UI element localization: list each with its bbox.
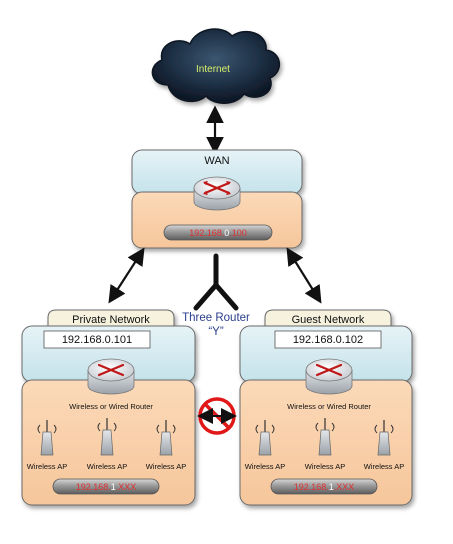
private-network-tab-label: Private Network — [72, 314, 150, 326]
private-subnet-pill — [52, 478, 160, 495]
wan-title: WAN — [204, 155, 229, 167]
private-ap-2-icon — [97, 418, 117, 456]
private-network-panel: Private Network 192.168.0.101 Wireless o… — [21, 309, 196, 506]
guest-ap-2-icon — [315, 418, 335, 456]
guest-network-tab-label: Guest Network — [292, 314, 365, 326]
guest-ip-box — [274, 330, 382, 349]
private-ap-3-label: Wireless AP — [146, 462, 186, 471]
guest-ap-1-label: Wireless AP — [245, 462, 285, 471]
guest-subnet: 192.168.1.XXX — [294, 482, 355, 492]
wan-ip-pill — [163, 224, 273, 241]
wan-ip: 192.168.0.100 — [189, 228, 247, 238]
private-ap-3-icon — [156, 420, 176, 456]
private-ip: 192.168.0.101 — [62, 334, 132, 346]
private-router-icon — [87, 358, 135, 395]
guest-router-icon — [305, 358, 353, 395]
private-ap-2-label: Wireless AP — [87, 462, 127, 471]
guest-subnet-pill — [270, 478, 378, 495]
internet-label: Internet — [196, 64, 230, 75]
guest-ap-3-icon — [374, 420, 394, 456]
private-ip-box — [43, 330, 151, 349]
guest-ip: 192.168.0.102 — [293, 334, 363, 346]
internet-cloud — [151, 28, 280, 104]
center-label-line1: Three Router — [182, 312, 250, 324]
guest-network-panel: Guest Network 192.168.0.102 Wireless or … — [239, 309, 413, 506]
wan-router-icon — [193, 176, 241, 211]
wan-guest-link — [286, 247, 322, 304]
private-subnet: 192.168.1.XXX — [76, 482, 137, 492]
guest-router-label: Wireless or Wired Router — [287, 402, 371, 411]
guest-ap-1-icon — [255, 420, 275, 456]
private-ap-1-label: Wireless AP — [27, 462, 67, 471]
guest-ap-2-label: Wireless AP — [305, 462, 345, 471]
router-y-shape — [193, 253, 239, 311]
wan-private-link — [108, 247, 145, 304]
private-ap-1-icon — [37, 420, 57, 456]
no-connection-icon — [197, 397, 237, 435]
center-label-line2: “Y” — [208, 326, 224, 338]
guest-ap-3-label: Wireless AP — [364, 462, 404, 471]
private-router-label: Wireless or Wired Router — [69, 402, 153, 411]
